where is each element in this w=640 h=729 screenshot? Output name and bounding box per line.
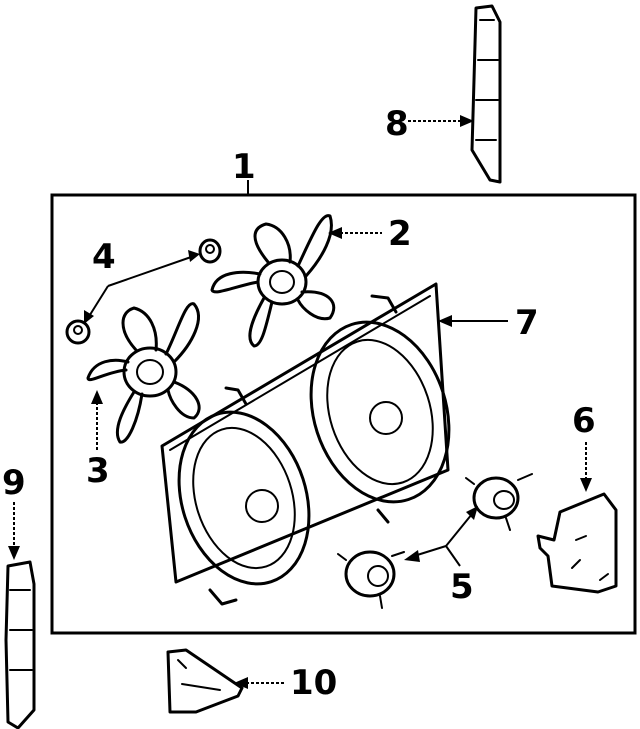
callout-1: 1 [232, 147, 256, 187]
leader-4b [87, 285, 109, 319]
side-seal-upper [470, 4, 502, 184]
arrow-4a [188, 250, 200, 262]
callout-9: 9 [2, 463, 26, 503]
callout-3: 3 [86, 451, 110, 491]
fan-motor-right [465, 473, 533, 531]
callout-2: 2 [388, 214, 412, 254]
fan-blade-upper [210, 214, 336, 348]
arrow-6 [580, 478, 592, 492]
leader-5c [413, 545, 447, 557]
arrow-10 [234, 677, 248, 689]
arrow-5b [404, 550, 420, 562]
fan-blade-lower [86, 302, 201, 444]
arrow-9 [8, 546, 20, 560]
callout-4: 4 [92, 237, 116, 277]
callout-10: 10 [290, 663, 337, 703]
side-seal-lower [4, 560, 36, 729]
mount-bracket [536, 492, 618, 594]
arrow-4b [84, 310, 94, 324]
callout-5: 5 [450, 567, 474, 607]
callout-6: 6 [572, 401, 596, 441]
callout-7: 7 [515, 303, 539, 343]
fan-shroud [160, 282, 451, 606]
arrow-2 [328, 227, 342, 239]
leader-5a [445, 545, 461, 567]
callout-8: 8 [385, 104, 409, 144]
arrow-5a [466, 506, 478, 520]
fan-motor-left [337, 550, 405, 609]
leader-4a [107, 255, 195, 287]
assembly-frame [50, 193, 637, 635]
bushing-lower [65, 319, 91, 345]
bushing-upper [198, 238, 222, 264]
leader-5b [445, 513, 473, 547]
lower-deflector [166, 648, 244, 714]
arrow-8 [460, 115, 474, 127]
arrow-7 [438, 315, 452, 327]
arrow-3 [91, 390, 103, 404]
